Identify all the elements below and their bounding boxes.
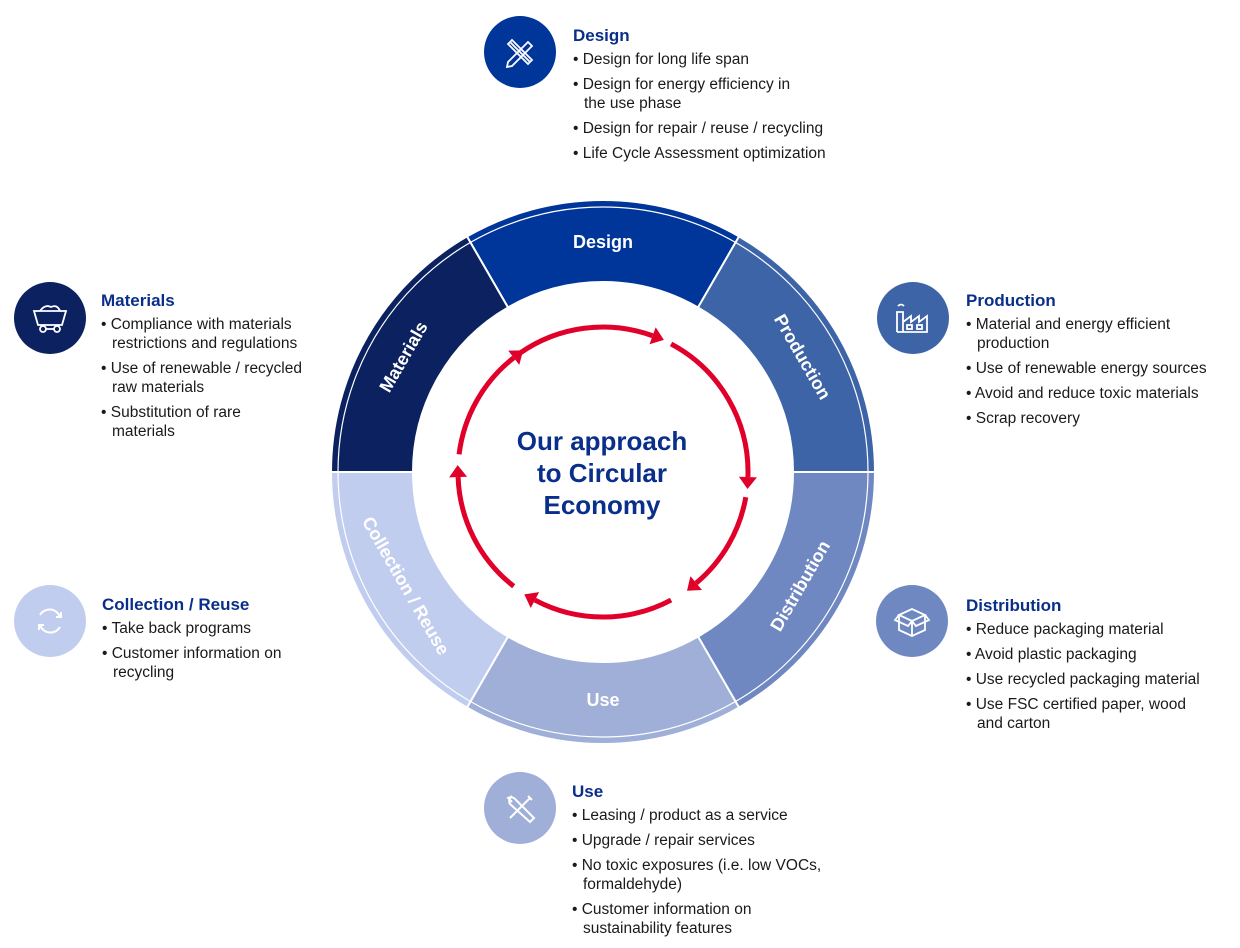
arrowhead [449, 465, 468, 478]
list-item: Customer information on recycling [102, 644, 293, 682]
use-title: Use [572, 782, 604, 801]
collection-title: Collection / Reuse [102, 595, 250, 614]
list-item: Reduce packaging material [966, 620, 1236, 639]
materials-list: Compliance with materials restrictions a… [101, 315, 326, 441]
segment-production [696, 235, 877, 473]
list-item: Design for repair / reuse / recycling [573, 119, 873, 138]
segment-collection [329, 471, 510, 709]
production-block: Production Material and energy efficient… [966, 291, 1236, 434]
materials-title: Materials [101, 291, 175, 310]
outer-ring-line [337, 206, 869, 738]
wrench-screwdriver-icon [484, 772, 556, 844]
design-list: Design for long life span Design for ene… [573, 50, 873, 163]
list-item: Scrap recovery [966, 409, 1236, 428]
segment-design [465, 199, 741, 309]
design-block: Design Design for long life span Design … [573, 26, 873, 169]
cycle-arrow-arc [456, 355, 516, 455]
list-item: No toxic exposures (i.e. low VOCs, forma… [572, 856, 823, 894]
segment-distribution [696, 471, 877, 709]
cycle-arrow-arc [533, 597, 673, 620]
segment-materials [329, 235, 510, 473]
cycle-arrow-arc [694, 496, 749, 585]
use-block: Use Leasing / product as a service Upgra… [572, 782, 832, 944]
list-item: Avoid plastic packaging [966, 645, 1236, 664]
distribution-list: Reduce packaging material Avoid plastic … [966, 620, 1236, 733]
distribution-title: Distribution [966, 596, 1062, 615]
list-item: Design for long life span [573, 50, 873, 69]
center-title-line-3: Economy [543, 490, 661, 520]
list-item: Substitution of rare materials [101, 403, 282, 441]
list-item: Upgrade / repair services [572, 831, 832, 850]
factory-icon [877, 282, 949, 354]
production-list: Material and energy efficient production… [966, 315, 1236, 428]
segment-label-use: Use [586, 690, 619, 710]
list-item: Compliance with materials restrictions a… [101, 315, 326, 353]
list-item: Material and energy efficient production [966, 315, 1212, 353]
mine-cart-icon [14, 282, 86, 354]
segment-use [465, 635, 741, 745]
distribution-block: Distribution Reduce packaging material A… [966, 596, 1236, 739]
list-item: Customer information on sustainability f… [572, 900, 793, 938]
list-item: Use of renewable / recycled raw material… [101, 359, 326, 397]
pencil-ruler-icon [484, 16, 556, 88]
cycle-arrow-arc [455, 476, 516, 589]
use-list: Leasing / product as a service Upgrade /… [572, 806, 832, 938]
arrowhead [508, 350, 524, 365]
list-item: Avoid and reduce toxic materials [966, 384, 1236, 403]
collection-block: Collection / Reuse Take back programs Cu… [102, 595, 302, 688]
production-title: Production [966, 291, 1056, 310]
cycle-arrow-arc [669, 341, 751, 478]
arrowhead [524, 592, 540, 608]
arrowhead [687, 576, 702, 591]
arrowhead [649, 327, 664, 345]
center-title-line-1: Our approach [517, 426, 687, 456]
collection-list: Take back programs Customer information … [102, 619, 302, 682]
recycle-arrows-icon [14, 585, 86, 657]
list-item: Use recycled packaging material [966, 670, 1236, 689]
cycle-arrow-arc [518, 324, 654, 356]
list-item: Use FSC certified paper, wood and carton [966, 695, 1212, 733]
segment-label-design: Design [573, 232, 633, 252]
list-item: Life Cycle Assessment optimization [573, 144, 873, 163]
center-title-line-2: to Circular [537, 458, 667, 488]
cycle-arrows [449, 324, 757, 620]
list-item: Leasing / product as a service [572, 806, 832, 825]
box-icon [876, 585, 948, 657]
design-title: Design [573, 26, 630, 45]
list-item: Take back programs [102, 619, 302, 638]
list-item: Use of renewable energy sources [966, 359, 1236, 378]
materials-block: Materials Compliance with materials rest… [101, 291, 326, 447]
arrowhead [738, 476, 757, 490]
list-item: Design for energy efficiency in the use … [573, 75, 809, 113]
